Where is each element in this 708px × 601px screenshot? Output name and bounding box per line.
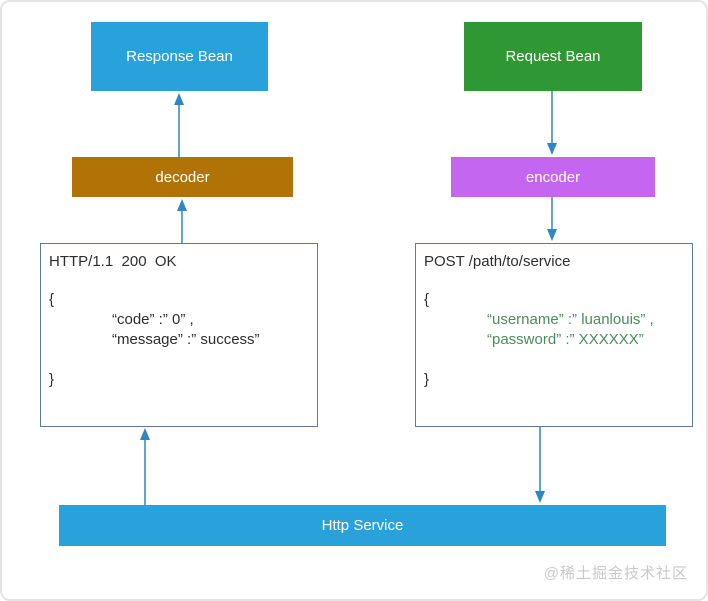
arrow-http-service-to-response-message	[140, 428, 150, 505]
arrow-decoder-to-response-bean	[174, 93, 184, 157]
arrow-request-bean-to-encoder	[547, 91, 557, 155]
request-bean-label: Request Bean	[505, 48, 601, 65]
request-message-body-line: “password” :” XXXXXX”	[487, 331, 644, 348]
response-message-box: HTTP/1.1 200 OK { “code” :” 0” , “messag…	[40, 243, 318, 427]
response-message-body-line: “code” :” 0” ,	[112, 311, 194, 328]
decoder-label: decoder	[155, 168, 210, 186]
response-bean-label: Response Bean	[126, 48, 233, 65]
response-message-body-line: “message” :” success”	[112, 331, 260, 348]
decoder-node: decoder	[72, 157, 293, 197]
response-message-close-brace: }	[49, 371, 55, 388]
watermark: @稀土掘金技术社区	[543, 565, 688, 582]
arrow-encoder-to-request-message	[547, 197, 557, 241]
request-message-box: POST /path/to/service { “username” :” lu…	[415, 243, 693, 427]
response-message-open-brace: {	[49, 291, 55, 308]
request-message-body-line: “username” :” luanlouis” ,	[487, 311, 654, 328]
http-service-label: Http Service	[321, 517, 404, 534]
http-service-node: Http Service	[59, 505, 666, 546]
response-bean-node: Response Bean	[91, 22, 268, 91]
arrow-request-message-to-http-service	[535, 427, 545, 503]
request-message-open-brace: {	[424, 291, 430, 308]
request-message-header: POST /path/to/service	[424, 253, 571, 270]
encoder-label: encoder	[525, 168, 581, 186]
arrow-response-message-to-decoder	[177, 199, 187, 243]
request-message-close-brace: }	[424, 371, 430, 388]
request-bean-node: Request Bean	[464, 22, 642, 91]
response-message-header: HTTP/1.1 200 OK	[49, 253, 177, 270]
encoder-node: encoder	[451, 157, 655, 197]
